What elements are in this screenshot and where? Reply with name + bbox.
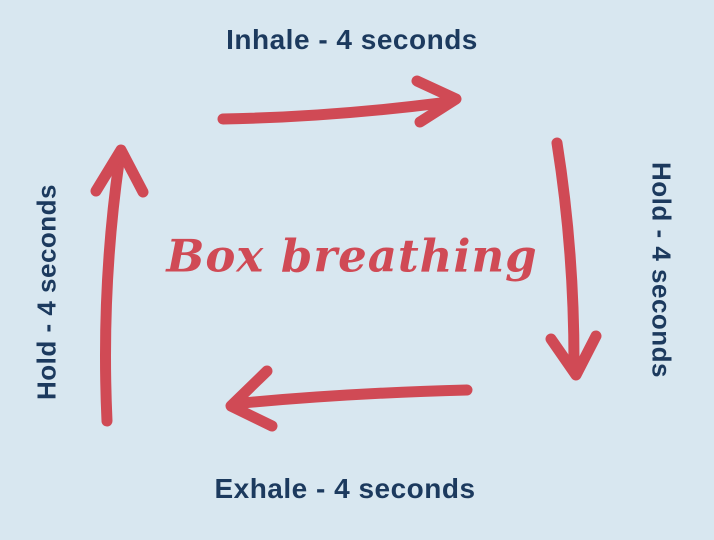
hold-arrow-down-icon: [545, 137, 602, 381]
hold-right-label: Hold - 4 seconds: [646, 161, 677, 379]
exhale-arrow-left-icon: [225, 365, 473, 432]
exhale-label: Exhale - 4 seconds: [214, 473, 476, 504]
hold-arrow-up-icon: [90, 144, 149, 427]
inhale-arrow-right-icon: [217, 75, 462, 128]
hold-left-label: Hold - 4 seconds: [31, 183, 62, 401]
inhale-label: Inhale - 4 seconds: [226, 24, 478, 55]
diagram-title: Box breathing: [166, 229, 538, 283]
